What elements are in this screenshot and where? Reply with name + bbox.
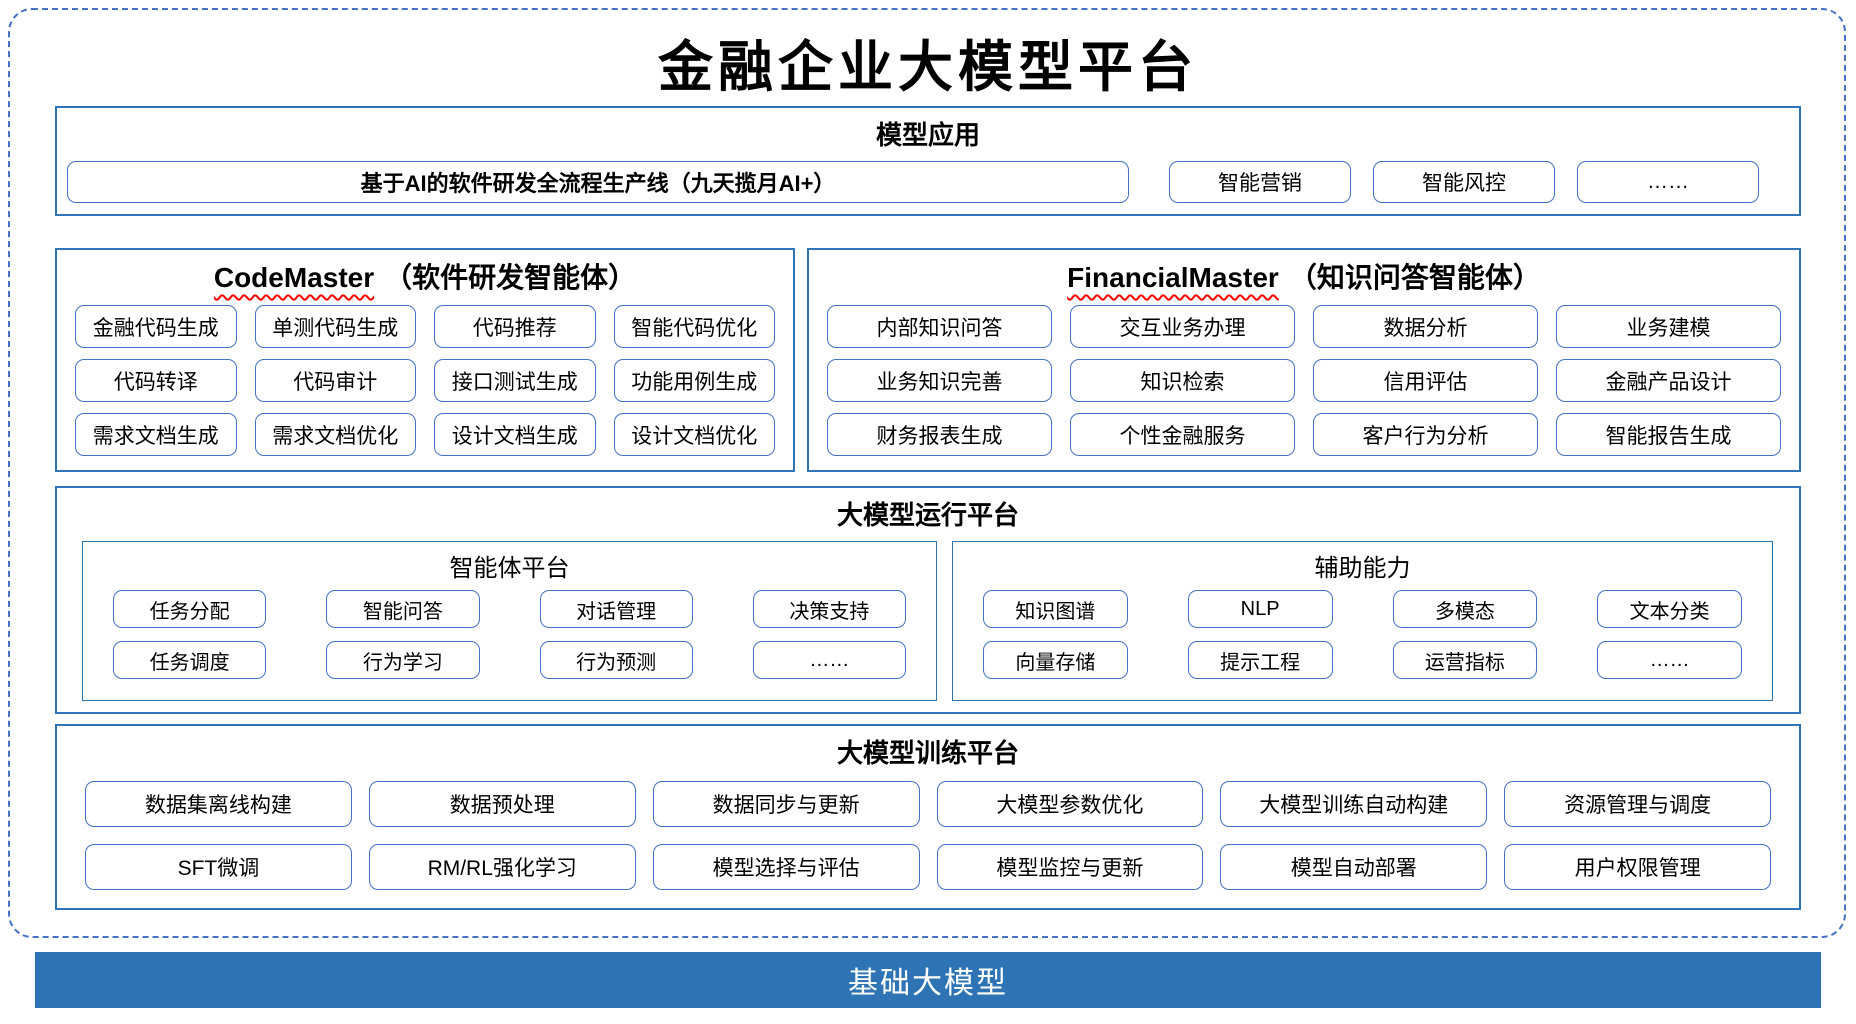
capability-box: 需求文档优化 [254, 413, 416, 456]
subpanel-agent-platform: 智能体平台 任务分配 智能问答 对话管理 决策支持 任务调度 行为学习 行为预测… [82, 541, 937, 701]
pipeline-box: 基于AI的软件研发全流程生产线（九天揽月AI+） [67, 161, 1129, 203]
subpanel-aux-ability: 辅助能力 知识图谱 NLP 多模态 文本分类 向量存储 提示工程 运营指标 …… [952, 541, 1773, 701]
app-box: 智能营销 [1169, 161, 1351, 203]
capability-box: 多模态 [1392, 590, 1538, 628]
financialmaster-title-en: FinancialMaster [1067, 262, 1279, 293]
capability-box: 模型自动部署 [1220, 844, 1488, 890]
capability-box: NLP [1187, 590, 1333, 628]
section-runtime-platform: 大模型运行平台 智能体平台 任务分配 智能问答 对话管理 决策支持 任务调度 行… [55, 486, 1801, 714]
capability-box: 智能代码优化 [613, 305, 775, 348]
capability-box: 设计文档优化 [613, 413, 775, 456]
capability-box: 智能问答 [326, 590, 480, 628]
agents-row: CodeMaster （软件研发智能体） 金融代码生成 单测代码生成 代码推荐 智… [55, 248, 1801, 472]
training-platform-grid: 数据集离线构建 数据预处理 数据同步与更新 大模型参数优化 大模型训练自动构建 … [57, 770, 1799, 890]
capability-box: 代码审计 [254, 359, 416, 402]
section-model-apps: 模型应用 基于AI的软件研发全流程生产线（九天揽月AI+） 智能营销 智能风控 … [55, 106, 1801, 216]
capability-box: 数据分析 [1313, 305, 1538, 348]
capability-box: 行为学习 [326, 641, 480, 679]
financialmaster-grid: 内部知识问答 交互业务办理 数据分析 业务建模 业务知识完善 知识检索 信用评估… [809, 296, 1799, 456]
codemaster-title-zh: （软件研发智能体） [384, 262, 637, 293]
capability-box: 文本分类 [1597, 590, 1742, 628]
capability-box: 向量存储 [983, 641, 1128, 679]
codemaster-title: CodeMaster （软件研发智能体） [57, 256, 793, 296]
capability-box: 单测代码生成 [254, 305, 416, 348]
aux-ability-grid: 知识图谱 NLP 多模态 文本分类 向量存储 提示工程 运营指标 …… [953, 583, 1772, 679]
capability-box: 业务知识完善 [827, 359, 1052, 402]
capability-box: 代码转译 [75, 359, 237, 402]
section-financialmaster: FinancialMaster （知识问答智能体） 内部知识问答 交互业务办理 数… [807, 248, 1801, 472]
main-title: 金融企业大模型平台 [657, 34, 1198, 99]
section-title-model-apps: 模型应用 [875, 120, 980, 150]
foundation-model-bar: 基础大模型 [35, 952, 1821, 1008]
capability-box: 内部知识问答 [827, 305, 1052, 348]
codemaster-grid: 金融代码生成 单测代码生成 代码推荐 智能代码优化 代码转译 代码审计 接口测试… [57, 296, 793, 456]
app-box: …… [1577, 161, 1759, 203]
capability-box: 知识检索 [1070, 359, 1295, 402]
capability-box: 交互业务办理 [1070, 305, 1295, 348]
financialmaster-title: FinancialMaster （知识问答智能体） [809, 256, 1799, 296]
capability-box: 数据同步与更新 [652, 781, 920, 827]
aux-ability-title: 辅助能力 [1314, 555, 1411, 582]
capability-box: 任务调度 [113, 641, 267, 679]
capability-box: 决策支持 [752, 590, 906, 628]
app-box: 智能风控 [1373, 161, 1555, 203]
capability-box: 提示工程 [1187, 641, 1333, 679]
foundation-model-label: 基础大模型 [848, 967, 1008, 1000]
capability-box: 知识图谱 [983, 590, 1128, 628]
capability-box: 设计文档生成 [434, 413, 596, 456]
capability-box: 信用评估 [1313, 359, 1538, 402]
capability-box: 代码推荐 [434, 305, 596, 348]
capability-box: 模型选择与评估 [652, 844, 920, 890]
agent-platform-grid: 任务分配 智能问答 对话管理 决策支持 任务调度 行为学习 行为预测 …… [83, 583, 936, 679]
capability-box: 业务建模 [1556, 305, 1781, 348]
capability-box: SFT微调 [85, 844, 352, 890]
capability-box: 金融产品设计 [1556, 359, 1781, 402]
capability-box: …… [1597, 641, 1742, 679]
capability-box: 用户权限管理 [1504, 844, 1771, 890]
capability-box: 智能报告生成 [1556, 413, 1781, 456]
capability-box: 资源管理与调度 [1504, 781, 1771, 827]
capability-box: 数据预处理 [368, 781, 636, 827]
capability-box: 模型监控与更新 [936, 844, 1204, 890]
capability-box: 大模型参数优化 [936, 781, 1204, 827]
capability-box: 任务分配 [113, 590, 267, 628]
capability-box: RM/RL强化学习 [368, 844, 636, 890]
capability-box: 需求文档生成 [75, 413, 237, 456]
section-codemaster: CodeMaster （软件研发智能体） 金融代码生成 单测代码生成 代码推荐 智… [55, 248, 795, 472]
capability-box: 运营指标 [1392, 641, 1538, 679]
training-platform-title: 大模型训练平台 [836, 738, 1019, 768]
runtime-panels-row: 智能体平台 任务分配 智能问答 对话管理 决策支持 任务调度 行为学习 行为预测… [82, 541, 1773, 701]
model-apps-row: 基于AI的软件研发全流程生产线（九天揽月AI+） 智能营销 智能风控 …… [57, 161, 1799, 203]
capability-box: 接口测试生成 [434, 359, 596, 402]
capability-box: 对话管理 [539, 590, 693, 628]
capability-box: 客户行为分析 [1313, 413, 1538, 456]
capability-box: 大模型训练自动构建 [1220, 781, 1488, 827]
runtime-platform-title: 大模型运行平台 [836, 500, 1019, 530]
financialmaster-title-zh: （知识问答智能体） [1288, 262, 1541, 293]
capability-box: 个性金融服务 [1070, 413, 1295, 456]
agent-platform-title: 智能体平台 [449, 555, 570, 582]
codemaster-title-en: CodeMaster [213, 262, 375, 293]
capability-box: 财务报表生成 [827, 413, 1052, 456]
section-training-platform: 大模型训练平台 数据集离线构建 数据预处理 数据同步与更新 大模型参数优化 大模… [55, 724, 1801, 910]
capability-box: 金融代码生成 [75, 305, 237, 348]
outer-dashed-frame [8, 8, 1846, 938]
capability-box: 功能用例生成 [613, 359, 775, 402]
capability-box: 行为预测 [539, 641, 693, 679]
capability-box: …… [752, 641, 906, 679]
capability-box: 数据集离线构建 [85, 781, 352, 827]
